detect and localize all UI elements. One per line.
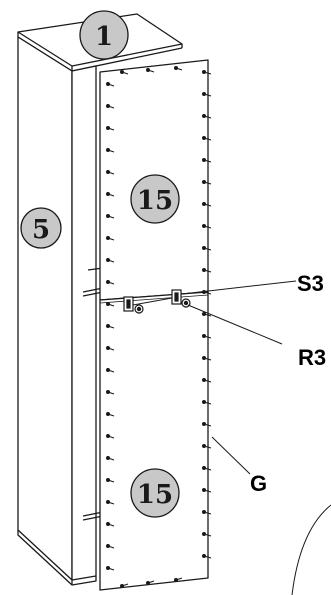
nail-shank bbox=[107, 567, 115, 571]
label-nail-g: G bbox=[250, 471, 267, 496]
nail-shank bbox=[107, 369, 115, 373]
nail-shank bbox=[203, 291, 212, 295]
nail-shank bbox=[203, 467, 212, 471]
back-panel-lower-board bbox=[99, 291, 209, 591]
nail-shank bbox=[107, 303, 115, 307]
nail-shank bbox=[107, 105, 115, 109]
badge-back-panel-lower-number: 15 bbox=[137, 480, 173, 510]
nail-shank bbox=[203, 533, 212, 537]
nail-shank bbox=[175, 67, 183, 71]
nail-shank bbox=[203, 489, 212, 493]
nail-shank bbox=[107, 479, 115, 483]
nail-shank bbox=[203, 423, 212, 427]
nail-shank bbox=[121, 583, 129, 587]
nail-shank bbox=[203, 137, 212, 141]
nail-shank bbox=[107, 193, 115, 197]
cabinet-front-edge bbox=[71, 65, 97, 581]
leader-r3 bbox=[187, 304, 283, 345]
nail-shank bbox=[121, 71, 129, 75]
nail-shank bbox=[203, 269, 212, 273]
next-step-arc bbox=[291, 504, 331, 595]
nail-shank bbox=[107, 457, 115, 461]
nail-shank bbox=[203, 379, 212, 383]
nail-shank bbox=[107, 149, 115, 153]
nail-shank bbox=[203, 159, 212, 163]
badge-back-panel-upper-number: 15 bbox=[137, 186, 173, 216]
nail-shank bbox=[107, 259, 115, 263]
nail-shank bbox=[107, 215, 115, 219]
nail-shank bbox=[203, 335, 212, 339]
badge-back-panel-lower: 15 bbox=[130, 468, 180, 518]
nail-shank bbox=[203, 357, 212, 361]
nail-shank bbox=[107, 347, 115, 351]
connector-fitting-left bbox=[123, 296, 144, 314]
nail-shank bbox=[203, 225, 212, 229]
nail-shank bbox=[107, 523, 115, 527]
label-screw-r3: R3 bbox=[298, 345, 326, 370]
leader-lines bbox=[181, 280, 331, 595]
nail-shank bbox=[203, 115, 212, 119]
nail-shank bbox=[107, 171, 115, 175]
nail-row bbox=[106, 66, 212, 588]
cabinet-carcass bbox=[17, 13, 183, 586]
nail-shank bbox=[203, 203, 212, 207]
badge-top-panel-number: 1 bbox=[95, 22, 113, 52]
nail-shank bbox=[203, 313, 212, 317]
nail-shank bbox=[107, 83, 115, 87]
nail-shank bbox=[107, 127, 115, 131]
side-panel-face bbox=[17, 36, 73, 581]
nail-shank bbox=[203, 71, 212, 75]
badge-side-panel-number: 5 bbox=[32, 215, 50, 245]
nail-shank bbox=[107, 325, 115, 329]
leader-g bbox=[211, 436, 251, 475]
nail-shank bbox=[203, 181, 212, 185]
nail-shank bbox=[203, 247, 212, 251]
nail-shank bbox=[107, 545, 115, 549]
nail-shank bbox=[107, 391, 115, 395]
nail-shank bbox=[147, 69, 155, 73]
nail-shank bbox=[107, 435, 115, 439]
badge-side-panel: 5 bbox=[20, 207, 62, 249]
nail-shank bbox=[107, 413, 115, 417]
nail-shank bbox=[107, 281, 115, 285]
badge-top-panel: 1 bbox=[79, 10, 129, 60]
nail-shank bbox=[203, 445, 212, 449]
badge-back-panel-upper: 15 bbox=[130, 174, 180, 224]
label-connector-s3: S3 bbox=[297, 271, 324, 296]
nail-shank bbox=[203, 401, 212, 405]
nail-shank bbox=[107, 237, 115, 241]
nail-shank bbox=[203, 511, 212, 515]
leader-s3 bbox=[181, 280, 297, 295]
nail-shank bbox=[203, 93, 212, 97]
nail-shank bbox=[107, 501, 115, 505]
nail-shank bbox=[175, 577, 183, 581]
nail-shank bbox=[203, 555, 212, 559]
nail-shank bbox=[147, 580, 155, 584]
